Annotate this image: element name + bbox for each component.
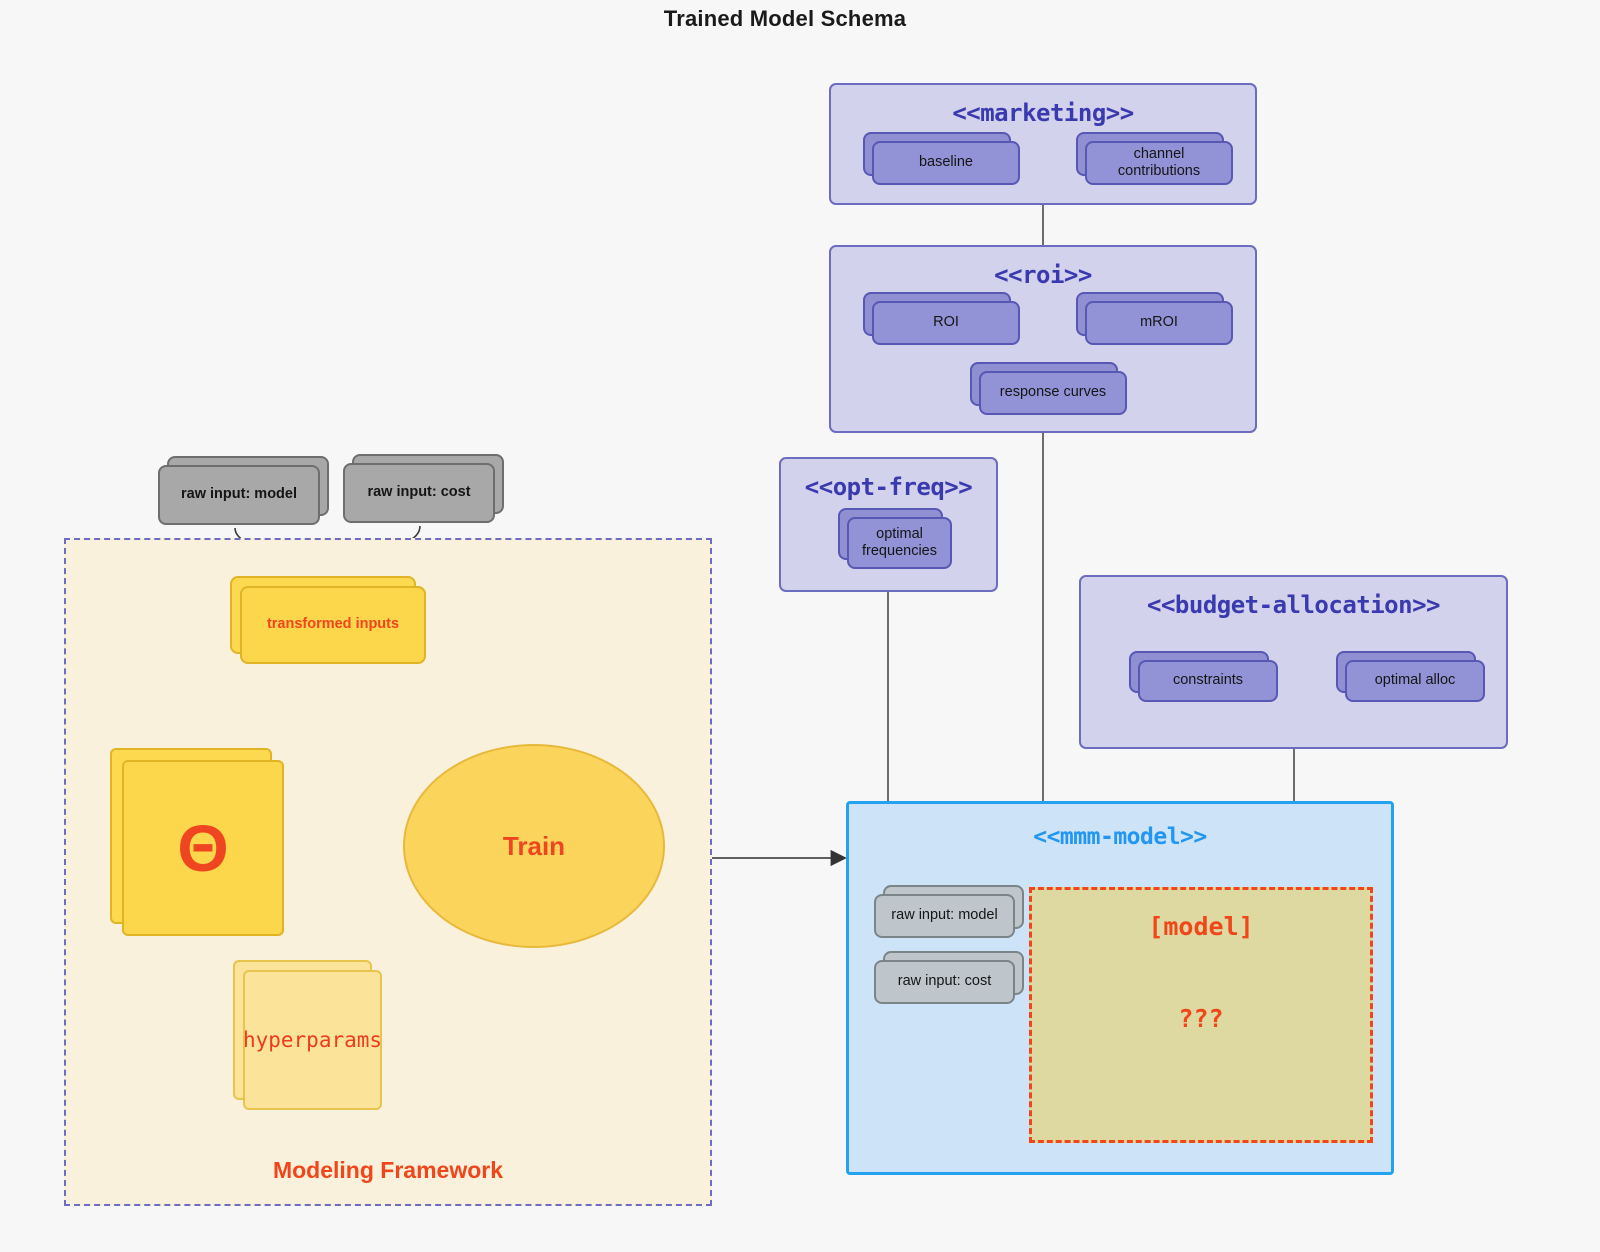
node-constraints[interactable]: constraints (1129, 651, 1278, 702)
node-channel-contributions-label: channel contributions (1085, 141, 1233, 185)
node-optimal-frequencies[interactable]: optimal frequencies (838, 508, 952, 569)
package-opt-freq-title: <<opt-freq>> (804, 473, 973, 501)
model-placeholder-box[interactable]: [model] ??? (1029, 887, 1373, 1143)
node-optimal-alloc[interactable]: optimal alloc (1336, 651, 1485, 702)
node-raw-input-cost[interactable]: raw input: cost (343, 454, 504, 523)
node-mmm-raw-input-model-label: raw input: model (874, 894, 1015, 938)
node-train[interactable]: Train (403, 744, 665, 948)
package-budget-allocation-title: <<budget-allocation>> (1147, 591, 1440, 619)
node-hyperparams[interactable]: hyperparams (233, 960, 382, 1110)
node-roi-label: ROI (872, 301, 1020, 345)
node-mmm-raw-input-cost-label: raw input: cost (874, 960, 1015, 1004)
package-opt-freq[interactable]: <<opt-freq>> optimal frequencies (779, 457, 998, 592)
node-transformed-inputs-label: transformed inputs (240, 586, 426, 664)
node-raw-input-model-label: raw input: model (158, 465, 320, 525)
modeling-framework-label: Modeling Framework (272, 1157, 504, 1183)
node-transformed-inputs[interactable]: transformed inputs (230, 576, 426, 664)
node-theta-label: Θ (122, 760, 284, 936)
package-marketing[interactable]: <<marketing>> baseline channel contribut… (829, 83, 1257, 205)
package-marketing-title: <<marketing>> (952, 99, 1134, 127)
node-response-curves-label: response curves (979, 371, 1127, 415)
model-placeholder-label: [model] (1148, 912, 1254, 941)
node-baseline[interactable]: baseline (863, 132, 1020, 185)
node-mmm-raw-input-cost[interactable]: raw input: cost (874, 951, 1024, 1004)
node-constraints-label: constraints (1138, 660, 1278, 702)
package-roi[interactable]: <<roi>> ROI mROI response curves (829, 245, 1257, 433)
package-mmm-model[interactable]: <<mmm-model>> raw input: model raw input… (846, 801, 1394, 1175)
node-response-curves[interactable]: response curves (970, 362, 1127, 415)
node-mmm-raw-input-model[interactable]: raw input: model (874, 885, 1024, 938)
node-channel-contributions[interactable]: channel contributions (1076, 132, 1233, 185)
node-optimal-frequencies-label: optimal frequencies (847, 517, 952, 569)
node-optimal-alloc-label: optimal alloc (1345, 660, 1485, 702)
package-roi-title: <<roi>> (994, 261, 1092, 289)
model-unknown-label: ??? (1178, 1004, 1224, 1033)
node-theta[interactable]: Θ (110, 748, 284, 936)
node-roi[interactable]: ROI (863, 292, 1020, 345)
node-hyperparams-label: hyperparams (243, 970, 382, 1110)
package-mmm-model-title: <<mmm-model>> (1033, 824, 1207, 850)
node-baseline-label: baseline (872, 141, 1020, 185)
node-mroi-label: mROI (1085, 301, 1233, 345)
page-title: Trained Model Schema (663, 6, 907, 31)
package-budget-allocation[interactable]: <<budget-allocation>> constraints optima… (1079, 575, 1508, 749)
node-raw-input-model[interactable]: raw input: model (158, 456, 329, 525)
node-raw-input-cost-label: raw input: cost (343, 463, 495, 523)
node-mroi[interactable]: mROI (1076, 292, 1233, 345)
